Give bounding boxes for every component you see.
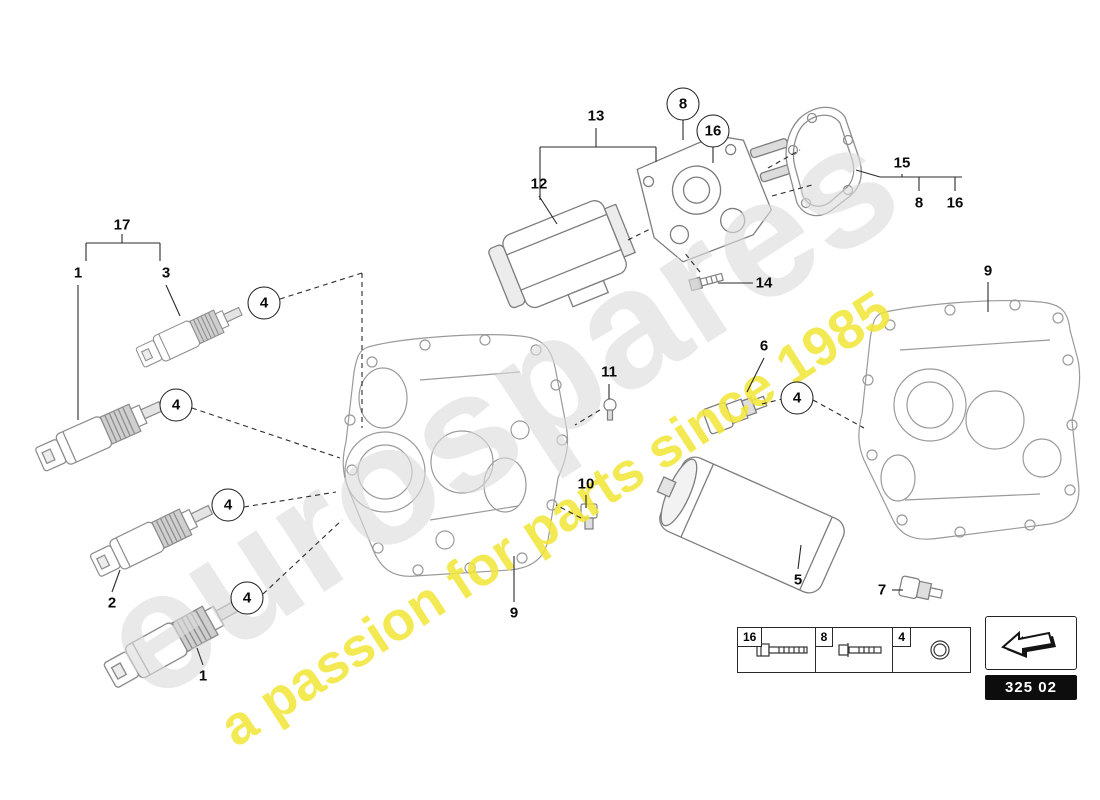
hydraulic-pump-drawing bbox=[636, 134, 805, 263]
gasket-drawing bbox=[785, 106, 862, 217]
socket-head-bolt-icon bbox=[756, 643, 808, 657]
solenoid-valve-1-drawing bbox=[32, 390, 169, 476]
o-ring-icon bbox=[930, 640, 950, 660]
pressure-sensor-6-drawing bbox=[702, 395, 768, 435]
callout-1-bottom[interactable]: 1 bbox=[198, 667, 208, 685]
legend-label-4: 4 bbox=[893, 628, 912, 647]
callout-4-d[interactable]: 4 bbox=[230, 581, 264, 615]
callout-8-circled[interactable]: 8 bbox=[666, 87, 700, 121]
callout-6[interactable]: 6 bbox=[759, 337, 769, 355]
callout-4-b[interactable]: 4 bbox=[159, 388, 193, 422]
callout-10[interactable]: 10 bbox=[577, 475, 595, 493]
callout-13[interactable]: 13 bbox=[587, 107, 605, 125]
legend-item-8[interactable]: 8 bbox=[815, 628, 894, 672]
right-housing-drawing bbox=[858, 299, 1081, 540]
legend-label-16: 16 bbox=[738, 628, 763, 647]
direction-arrow-icon bbox=[985, 616, 1077, 670]
hex-bolt-icon bbox=[838, 643, 882, 657]
callout-7[interactable]: 7 bbox=[877, 581, 887, 599]
part-code-label: 325 02 bbox=[985, 675, 1077, 700]
temperature-sensor-7-drawing bbox=[898, 575, 944, 601]
callout-1-top[interactable]: 1 bbox=[73, 264, 83, 282]
legend-item-4[interactable]: 4 bbox=[893, 628, 970, 672]
callout-17[interactable]: 17 bbox=[113, 216, 131, 234]
callout-16-circled[interactable]: 16 bbox=[696, 114, 730, 148]
fasteners-legend: 16 8 bbox=[737, 627, 971, 673]
callout-4-c[interactable]: 4 bbox=[211, 488, 245, 522]
callout-9-center[interactable]: 9 bbox=[509, 604, 519, 622]
callout-12[interactable]: 12 bbox=[530, 175, 548, 193]
control-motor-drawing bbox=[488, 200, 637, 309]
callout-9-right[interactable]: 9 bbox=[983, 262, 993, 280]
callout-16-plain[interactable]: 16 bbox=[946, 194, 964, 212]
legend-item-16[interactable]: 16 bbox=[738, 628, 816, 672]
callout-4-a[interactable]: 4 bbox=[247, 286, 281, 320]
callout-4-e[interactable]: 4 bbox=[780, 381, 814, 415]
part-code-box[interactable]: 325 02 bbox=[985, 616, 1077, 700]
callout-8-plain[interactable]: 8 bbox=[914, 194, 924, 212]
solenoid-valve-3-drawing bbox=[133, 298, 247, 372]
leader-lines bbox=[77, 120, 989, 666]
center-housing-drawing bbox=[342, 334, 569, 577]
callout-15[interactable]: 15 bbox=[893, 154, 911, 172]
legend-label-8: 8 bbox=[815, 628, 834, 647]
callout-11[interactable]: 11 bbox=[601, 363, 617, 381]
plug-10-drawing bbox=[580, 503, 598, 530]
pressure-accumulator-drawing bbox=[656, 456, 845, 594]
assembly-dashed-lines bbox=[191, 149, 865, 595]
plug-11-drawing bbox=[603, 398, 617, 421]
callout-3[interactable]: 3 bbox=[161, 264, 171, 282]
bolt-14-drawing bbox=[688, 272, 724, 292]
callout-2[interactable]: 2 bbox=[107, 594, 117, 612]
callout-5[interactable]: 5 bbox=[793, 571, 803, 589]
callout-14[interactable]: 14 bbox=[755, 274, 773, 292]
